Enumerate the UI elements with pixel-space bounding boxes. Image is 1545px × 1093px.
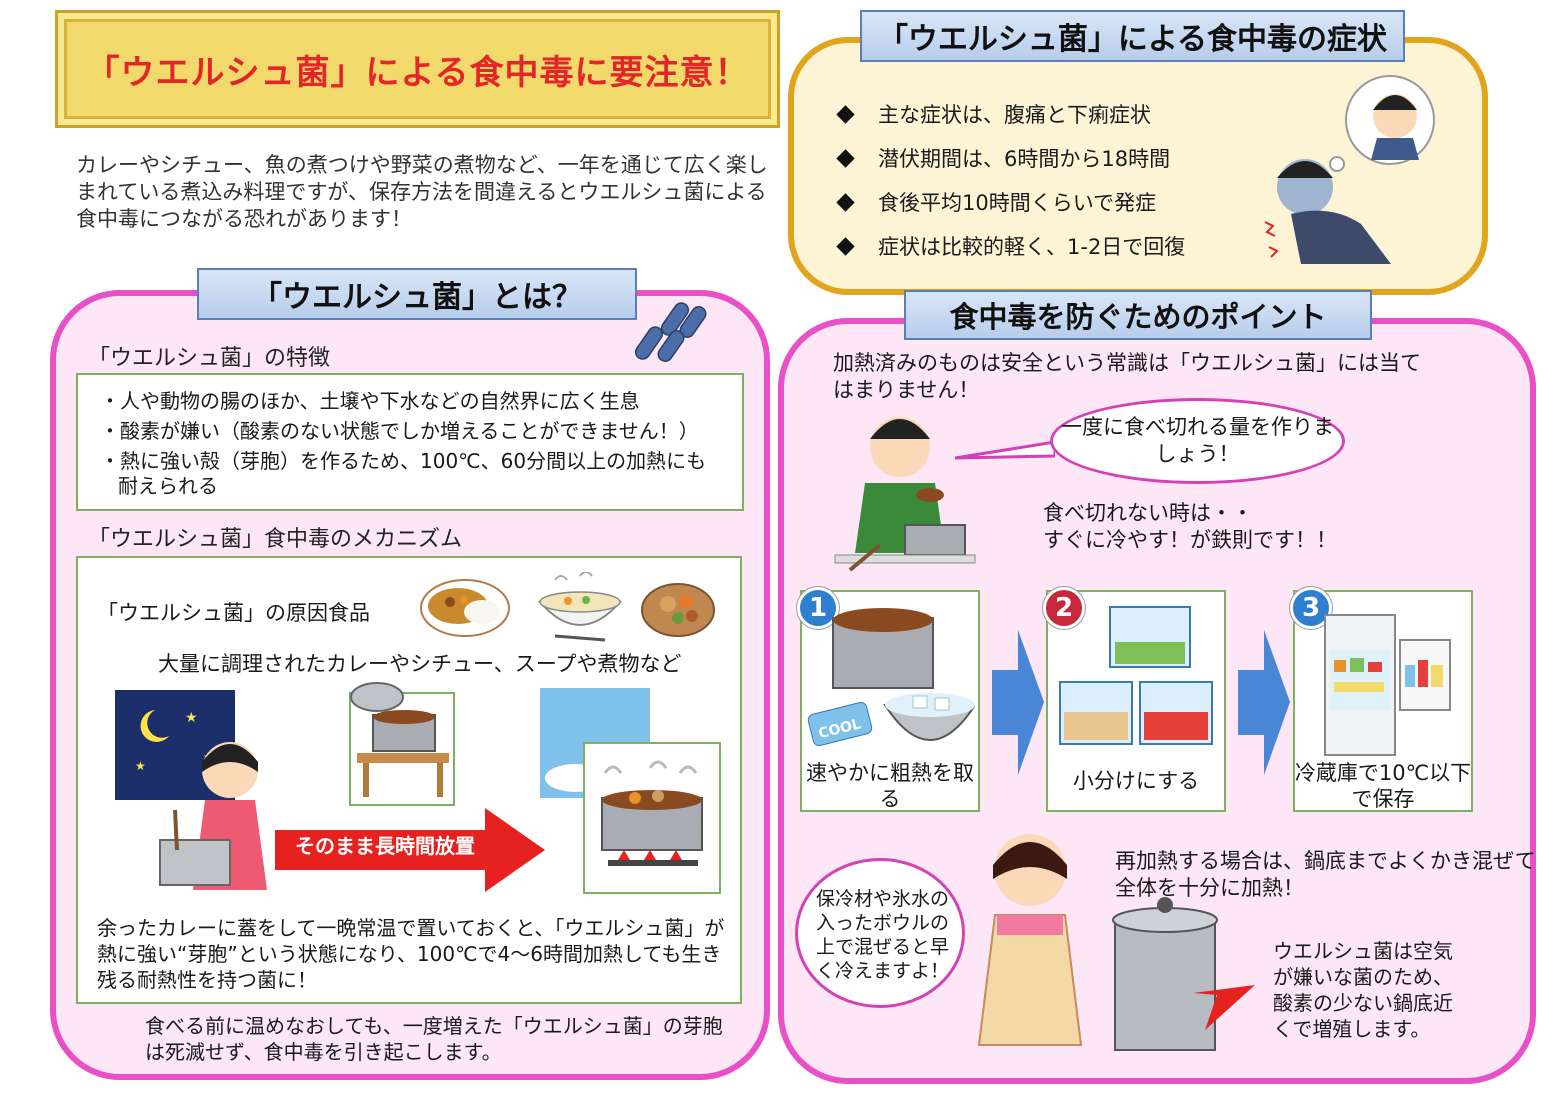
- feature-item: ・酸素が嫌い（酸素のない状態でしか増えることができません！）: [100, 419, 699, 443]
- cooling-tip-bubble: 保冷材や氷水の入ったボウルの上で混ぜると早く冷えますよ！: [795, 858, 965, 1008]
- cooling-pot-illustration: COOL: [807, 608, 975, 747]
- cooking-man-illustration: [834, 417, 976, 572]
- stove-icon: [608, 860, 698, 866]
- speech-tail: [955, 440, 1055, 460]
- arrow-icon: [1193, 985, 1255, 1030]
- food-illustrations: [420, 572, 715, 642]
- feature-list: ・人や動物の腸のほか、土壌や下水などの自然界に広く生息 ・酸素が嫌い（酸素のない…: [76, 373, 744, 511]
- diamond-bullet-icon: [836, 104, 855, 124]
- curry-plate-icon: [420, 579, 510, 637]
- prevention-intro: 加熱済みのものは安全という常識は「ウエルシュ菌」には当てはまりません！: [833, 351, 1421, 402]
- symptom-item: 症状は比較的軽く、1-2日で回復: [835, 224, 1255, 268]
- star-icon: ★: [135, 759, 146, 773]
- intro-text: カレーやシチュー、魚の煮つけや野菜の煮物など、一年を通じて広く楽しまれている煮込…: [76, 153, 768, 231]
- arrow-right-icon: [992, 630, 1044, 775]
- pot-on-table-illustration: [349, 682, 455, 806]
- containers-illustration: [1059, 606, 1213, 745]
- feature-heading: 「ウエルシュ菌」の特徴: [88, 346, 331, 371]
- reheat-advice: 再加熱する場合は、鍋底までよくかき混ぜて全体を十分に加熱！: [1115, 849, 1536, 900]
- symptom-item: 食後平均10時間くらいで発症: [835, 180, 1255, 224]
- mechanism-heading: 「ウエルシュ菌」食中毒のメカニズム: [88, 527, 463, 552]
- moon-icon: [140, 710, 169, 742]
- simmered-dish-icon: [641, 583, 715, 637]
- ice-pack-icon: [807, 701, 873, 747]
- star-icon: ★: [185, 710, 198, 726]
- pot-icon: [159, 809, 231, 886]
- cause-food-label: 「ウエルシュ菌」の原因食品: [97, 601, 370, 625]
- refrigerator-illustration: [1324, 614, 1451, 756]
- left-footer-note: 食べる前に温めなおしても、一度増えた「ウエルシュ菌」の芽胞は死滅せず、食中毒を引…: [145, 1014, 723, 1064]
- arrow-right-icon: [1238, 630, 1290, 775]
- plate-icon: [916, 488, 944, 502]
- stew-bowl-icon: [537, 572, 623, 642]
- large-pot-icon: [1114, 919, 1216, 1051]
- bacteria-info-heading: 「ウエルシュ菌」とは？: [197, 268, 637, 320]
- bacteria-icon: [634, 302, 707, 362]
- page-title: 「ウエルシュ菌」による食中毒に要注意！: [85, 52, 750, 93]
- pain-marks-icon: [1264, 221, 1279, 258]
- diamond-bullet-icon: [836, 148, 855, 168]
- feature-item: ・熱に強い殻（芽胞）を作るため、100℃、60分間以上の加熱にも耐えられる: [100, 449, 707, 498]
- leftover-advice: 食べ切れない時は・・ すぐに冷やす！が鉄則です！！: [1043, 501, 1337, 552]
- feature-item: ・人や動物の腸のほか、土壌や下水などの自然界に広く生息: [100, 389, 640, 413]
- mechanism-text: 余ったカレーに蓋をして一晩常温で置いておくと、「ウエルシュ菌」が熱に強い“芽胞”…: [97, 916, 725, 992]
- anaerobic-note: ウエルシュ菌は空気が嫌いな菌のため、酸素の少ない鍋底近くで増殖します。: [1273, 939, 1453, 1041]
- stove-icon: [834, 554, 976, 564]
- pot-icon: [904, 524, 966, 556]
- table-icon: [357, 753, 449, 763]
- diamond-bullet-icon: [836, 236, 855, 256]
- flame-icon: [618, 850, 682, 860]
- prevention-heading: 食中毒を防ぐためのポイント: [904, 290, 1372, 340]
- title-banner: [55, 10, 780, 128]
- pot-lid-icon: [350, 682, 404, 712]
- woman-with-pot-illustration: [977, 834, 1255, 1051]
- diamond-bullet-icon: [836, 192, 855, 212]
- day-scene-illustration: [540, 688, 721, 894]
- symptom-item: 主な症状は、腹痛と下痢症状: [835, 92, 1255, 136]
- step-3-caption: 冷蔵庫で10℃以下で保存: [1294, 761, 1472, 811]
- night-scene-illustration: ★ ★ ★: [115, 690, 267, 890]
- steam-icon: [603, 760, 698, 774]
- symptoms-list: 主な症状は、腹痛と下痢症状 潜伏期間は、6時間から18時間 食後平均10時間くら…: [835, 92, 1255, 268]
- symptom-item: 潜伏期間は、6時間から18時間: [835, 136, 1255, 180]
- symptoms-heading: 「ウエルシュ菌」による食中毒の症状: [860, 10, 1405, 62]
- step-1-caption: 速やかに粗熱を取る: [806, 761, 974, 811]
- step-2-number: 2: [1043, 587, 1085, 629]
- arrow-label: そのまま長時間放置: [295, 834, 475, 858]
- stomachache-man-illustration: [1264, 75, 1435, 264]
- step-2-caption: 小分けにする: [1072, 769, 1200, 793]
- arrow-right-icon: [275, 808, 545, 892]
- cause-food-examples: 大量に調理されたカレーやシチュー、スープや煮物など: [158, 652, 682, 676]
- portion-speech-bubble: 一度に食べ切れる量を作りましょう！: [1050, 398, 1345, 484]
